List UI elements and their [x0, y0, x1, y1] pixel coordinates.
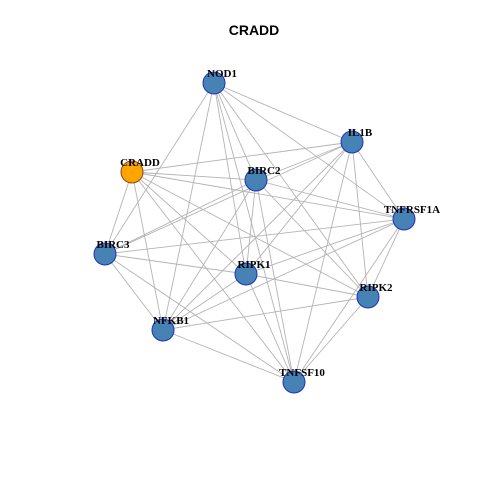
edge-birc2-ripk2: [255, 179, 369, 298]
edge-birc3-ripk1: [104, 253, 247, 275]
node-birc3[interactable]: [93, 242, 117, 266]
node-label-cradd: CRADD: [120, 157, 160, 169]
node-nod1[interactable]: [202, 71, 226, 95]
edge-ripk2-tnfsf10: [293, 296, 369, 383]
node-label-il1b: IL1B: [348, 127, 373, 139]
node-ripk2[interactable]: [356, 285, 380, 309]
edge-birc2-ripk1: [245, 179, 257, 275]
edge-nod1-ripk2: [213, 82, 369, 298]
edge-nod1-nfkb1: [162, 82, 215, 331]
edge-birc2-tnfsf10: [255, 179, 295, 383]
edge-il1b-ripk1: [245, 141, 353, 275]
edge-nod1-tnfsf10: [213, 82, 295, 383]
edge-il1b-cradd: [131, 141, 353, 173]
node-label-birc3: BIRC3: [96, 239, 130, 251]
node-cradd[interactable]: [120, 160, 144, 184]
node-label-ripk2: RIPK2: [360, 282, 394, 294]
edge-cradd-tnfrsf1a: [131, 171, 405, 220]
edge-nod1-il1b: [213, 82, 353, 143]
edge-birc2-tnfrsf1a: [255, 179, 405, 220]
node-label-ripk1: RIPK1: [238, 259, 271, 271]
node-label-nfkb1: NFKB1: [153, 315, 189, 327]
node-tnfrsf1a[interactable]: [392, 207, 416, 231]
edge-birc3-tnfsf10: [104, 253, 295, 383]
edge-cradd-ripk1: [131, 171, 247, 275]
nodes-layer: [93, 71, 416, 394]
node-il1b[interactable]: [340, 130, 364, 154]
edge-ripk1-tnfsf10: [245, 273, 295, 383]
edge-ripk1-ripk2: [245, 273, 369, 298]
edge-tnfrsf1a-ripk2: [367, 218, 405, 298]
edge-nfkb1-tnfsf10: [162, 329, 295, 383]
node-ripk1[interactable]: [234, 262, 258, 286]
node-label-tnfrsf1a: TNFRSF1A: [384, 204, 440, 216]
edge-birc2-nfkb1: [162, 179, 257, 331]
edge-tnfrsf1a-nfkb1: [162, 218, 405, 331]
edge-il1b-ripk2: [351, 141, 369, 298]
node-label-tnfsf10: TNFSF10: [279, 367, 325, 379]
edge-cradd-birc3: [104, 171, 133, 255]
edge-tnfrsf1a-birc3: [104, 218, 405, 255]
edge-birc3-nfkb1: [104, 253, 164, 331]
edge-il1b-birc3: [104, 141, 353, 255]
edge-il1b-tnfrsf1a: [351, 141, 405, 220]
node-label-nod1: NOD1: [207, 68, 237, 80]
node-nfkb1[interactable]: [151, 318, 175, 342]
node-tnfsf10[interactable]: [282, 370, 306, 394]
edge-il1b-tnfsf10: [293, 141, 353, 383]
node-birc2[interactable]: [244, 168, 268, 192]
edge-ripk2-nfkb1: [162, 296, 369, 331]
graph-title: CRADD: [229, 22, 280, 38]
edge-cradd-nfkb1: [131, 171, 164, 331]
edge-tnfrsf1a-ripk1: [245, 218, 405, 275]
node-label-birc2: BIRC2: [247, 165, 281, 177]
edge-il1b-birc2: [255, 141, 353, 181]
edges-layer: [104, 82, 405, 383]
edge-nod1-birc2: [213, 82, 257, 181]
edge-cradd-birc2: [131, 171, 257, 181]
edge-cradd-tnfsf10: [131, 171, 295, 383]
edge-ripk1-nfkb1: [162, 273, 247, 331]
edge-nod1-tnfrsf1a: [213, 82, 405, 220]
edge-birc2-birc3: [104, 179, 257, 255]
